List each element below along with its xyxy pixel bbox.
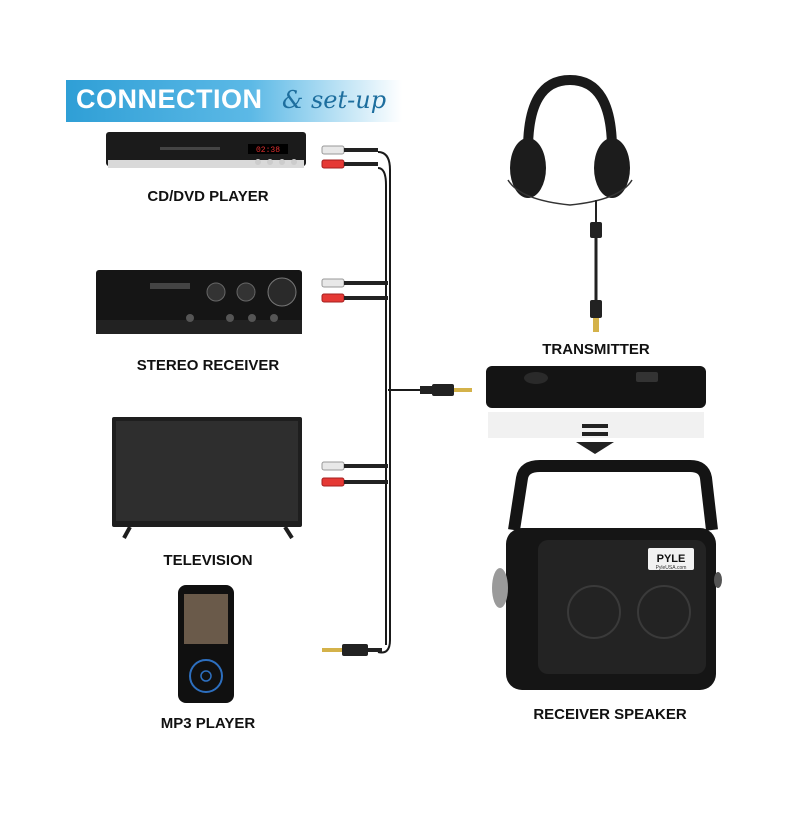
label-dvd-player: CD/DVD PLAYER: [108, 188, 308, 205]
label-stereo-receiver: STEREO RECEIVER: [108, 357, 308, 374]
mp3-aux-plug: [322, 644, 382, 656]
brand-logo: PYLE: [657, 553, 686, 565]
label-television: TELEVISION: [108, 552, 308, 569]
stereo-receiver: [96, 270, 302, 334]
tv-rca-plugs: [322, 462, 388, 486]
dvd-player: 02:38: [106, 132, 306, 168]
dvd-display: 02:38: [256, 146, 280, 155]
television: [112, 417, 302, 538]
headphones: [508, 80, 632, 332]
receiver-speaker: PYLE PyleUSA.com: [492, 466, 722, 690]
stereo-rca-plugs: [322, 279, 388, 302]
brand-site: PyleUSA.com: [656, 565, 687, 571]
dvd-rca-plugs: [322, 146, 378, 168]
label-transmitter: TRANSMITTER: [496, 341, 696, 358]
label-receiver-speaker: RECEIVER SPEAKER: [500, 706, 720, 723]
label-mp3-player: MP3 PLAYER: [108, 715, 308, 732]
transmitter-aux-plug: [420, 384, 472, 396]
main-cable-2: [378, 168, 386, 645]
mp3-player: [178, 585, 234, 703]
main-cable: [378, 152, 390, 653]
